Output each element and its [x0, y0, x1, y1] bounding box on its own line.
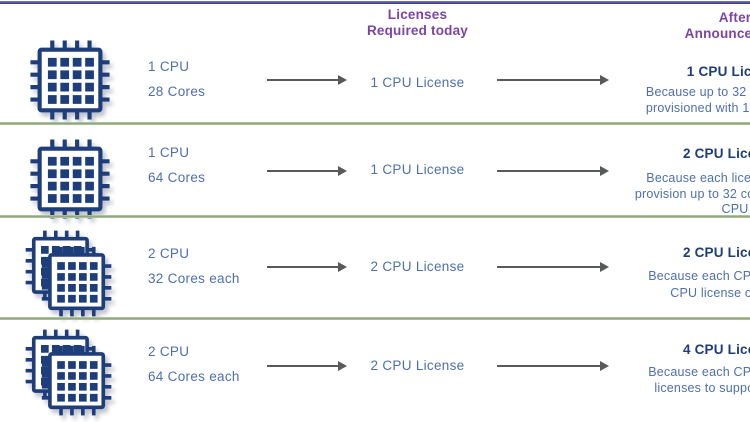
row-divider-line — [0, 317, 750, 320]
today-license-label: 1 CPU License — [370, 75, 465, 90]
reason-line: Because each license can only — [646, 171, 750, 185]
reason-line: Because each CPU requires 2 — [648, 365, 750, 379]
reason-line: CPU license of its own — [670, 285, 750, 300]
after-license-reason: Because each CPU requires a CPU license … — [585, 268, 750, 301]
cpu-spec: 1 CPU 64 Cores — [148, 145, 205, 185]
cpu-spec: 2 CPU 64 Cores each — [148, 344, 240, 384]
cpu-count-label: 1 CPU — [148, 59, 190, 74]
header-line: Announcement — [684, 26, 750, 41]
cpu-count-label: 2 CPU — [148, 344, 190, 359]
row-divider-line — [0, 215, 750, 218]
after-license-label: 2 CPU Licenses — [682, 245, 750, 260]
arrow-icon — [267, 75, 347, 85]
column-header-licenses-required-today: Licenses Required today — [330, 7, 505, 39]
core-count-label: 32 Cores each — [148, 271, 240, 286]
dual-cpu-chip-icon — [23, 327, 114, 418]
after-license-reason: Because up to 32 cores can be provisione… — [585, 85, 750, 116]
cpu-spec: 1 CPU 28 Cores — [148, 59, 205, 99]
top-border-line — [0, 1, 750, 4]
reason-line: provision up to 32 cores of a single — [634, 186, 750, 201]
today-license-label: 1 CPU License — [370, 162, 465, 177]
arrow-icon — [267, 262, 347, 272]
header-line: Required today — [366, 23, 469, 38]
after-license-reason: Because each license can only provision … — [585, 171, 750, 218]
core-count-label: 28 Cores — [148, 84, 206, 99]
core-count-label: 64 Cores — [148, 170, 206, 185]
arrow-icon — [497, 75, 609, 85]
arrow-icon — [267, 166, 347, 176]
cpu-count-label: 2 CPU — [148, 246, 190, 261]
arrow-icon — [497, 361, 609, 371]
cpu-chip-icon — [24, 34, 116, 126]
table-row: 1 CPU 64 Cores 1 CPU License 2 CPU Licen… — [0, 125, 750, 214]
today-license-label: 2 CPU License — [370, 358, 465, 373]
table-row: 2 CPU 32 Cores each 2 CPU License 2 CPU … — [0, 218, 750, 319]
cpu-count-label: 1 CPU — [148, 145, 190, 160]
after-license-reason: Because each CPU requires 2 licenses to … — [585, 365, 750, 396]
today-license-label: 2 CPU License — [370, 259, 465, 274]
reason-line: Because each CPU requires a — [648, 269, 750, 283]
column-header-after-announcement: After Announcement — [585, 10, 750, 42]
reason-line: CPU — [721, 202, 749, 216]
dual-cpu-chip-icon — [23, 228, 114, 319]
reason-line: licenses to support 64 cores — [654, 380, 750, 395]
cpu-spec: 2 CPU 32 Cores each — [148, 246, 240, 286]
reason-line: Because up to 32 cores can be — [645, 85, 750, 99]
row-divider-line — [0, 122, 750, 125]
arrow-icon — [497, 166, 609, 176]
header-line: Licenses — [387, 7, 448, 22]
header-line: After — [718, 10, 750, 25]
table-row: 2 CPU 64 Cores each 2 CPU License 4 CPU … — [0, 320, 750, 422]
core-count-label: 64 Cores each — [148, 369, 240, 384]
after-license-label: 2 CPU Licenses — [682, 146, 750, 161]
reason-line: provisioned with 1 CPU license — [645, 100, 750, 115]
arrow-icon — [267, 361, 347, 371]
cpu-chip-icon — [24, 133, 116, 225]
arrow-icon — [497, 262, 609, 272]
after-license-label: 1 CPU License — [686, 64, 750, 79]
after-license-label: 4 CPU Licenses — [682, 342, 750, 357]
table-row: 1 CPU 28 Cores 1 CPU License 1 CPU Licen… — [0, 5, 750, 122]
